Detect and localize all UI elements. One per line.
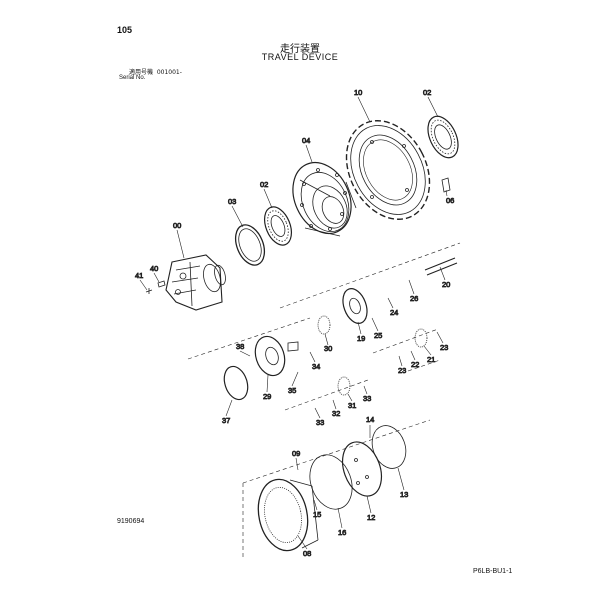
serial-label-jp: 適用号機 — [129, 69, 154, 76]
hub-part — [292, 161, 357, 237]
callout-35: 35 — [288, 386, 296, 395]
callout-31: 31 — [348, 401, 356, 410]
serial-applicability: 適用号機 001001- — [129, 67, 182, 76]
o-ring-part-13 — [371, 425, 407, 469]
bearing-part — [263, 206, 293, 246]
floating-seal-part — [234, 224, 266, 266]
callout-26: 26 — [410, 294, 418, 303]
callout-29: 29 — [263, 392, 271, 401]
callout-23: 23 — [440, 343, 448, 352]
page-number: 105 — [117, 25, 133, 35]
plug-part — [157, 280, 166, 288]
callout-02: 02 — [260, 180, 268, 189]
assembly-outline — [187, 242, 461, 560]
callout-19: 19 — [357, 334, 365, 343]
figure-code: P6LB-BU1-1 — [473, 568, 513, 575]
callout-00: 00 — [173, 221, 181, 230]
callout-20: 20 — [442, 280, 450, 289]
cover-part — [341, 441, 383, 497]
callout-24: 24 — [390, 308, 398, 317]
callout-41: 41 — [135, 271, 143, 280]
callout-04: 04 — [302, 136, 310, 145]
document-code: 9190694 — [117, 518, 145, 525]
callout-33: 33 — [363, 394, 371, 403]
title-english: TRAVEL DEVICE — [261, 52, 339, 62]
travel-motor-part — [165, 254, 226, 311]
callout-40: 40 — [150, 264, 158, 273]
callout-10: 10 — [354, 88, 362, 97]
bearing-ring-part — [427, 115, 459, 159]
serial-value: 001001- — [156, 69, 182, 76]
callout-13: 13 — [400, 490, 408, 499]
o-ring-part-16 — [309, 454, 353, 510]
callout-30: 30 — [324, 344, 332, 353]
thrust-ring-part-37 — [223, 365, 249, 401]
callout-37: 37 — [222, 416, 230, 425]
callout-14: 14 — [366, 415, 374, 424]
callout-33: 33 — [316, 418, 324, 427]
sprocket-part — [345, 120, 431, 220]
callout-34: 34 — [312, 362, 320, 371]
callout-15: 15 — [313, 510, 321, 519]
callout-03: 03 — [228, 197, 236, 206]
callout-08: 08 — [303, 549, 311, 558]
callout-38: 38 — [236, 342, 244, 351]
callout-16: 16 — [338, 528, 346, 537]
callout-23: 23 — [398, 366, 406, 375]
callout-09: 09 — [292, 449, 300, 458]
gear-part-30 — [317, 315, 331, 335]
callout-21: 21 — [427, 355, 435, 364]
ring-gear-housing-part — [257, 478, 319, 552]
callout-32: 32 — [332, 409, 340, 418]
leader-lines — [139, 96, 448, 550]
title-japanese: 走行装置 — [280, 44, 320, 55]
carrier-part-19 — [342, 288, 368, 324]
callout-25: 25 — [374, 331, 382, 340]
bolt-part-41 — [145, 288, 153, 294]
serial-label-english: Serial No. — [119, 75, 146, 81]
carrier-part — [254, 335, 299, 377]
bolt-part-06 — [441, 177, 451, 193]
callout-02: 02 — [423, 88, 431, 97]
shaft-part — [424, 257, 458, 276]
gear-part-31 — [337, 376, 351, 396]
callout-12: 12 — [367, 513, 375, 522]
callout-22: 22 — [411, 360, 419, 369]
callout-06: 06 — [446, 196, 454, 205]
gear-part-21 — [414, 328, 428, 348]
